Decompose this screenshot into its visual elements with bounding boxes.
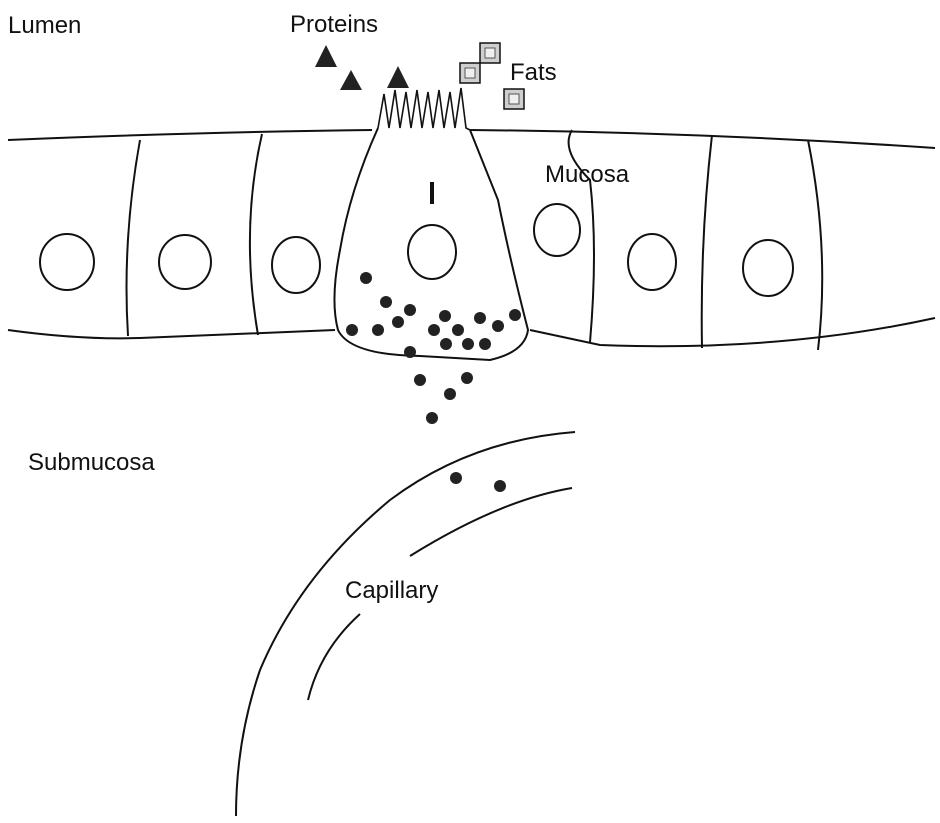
label-capillary: Capillary xyxy=(345,577,438,604)
nucleus xyxy=(628,234,676,290)
protein-triangle xyxy=(387,66,409,88)
i-cell-label-mark xyxy=(430,182,434,204)
cell-wall xyxy=(127,140,141,336)
cell-wall xyxy=(702,135,712,348)
nucleus xyxy=(159,235,211,289)
capillary-wall xyxy=(236,432,575,816)
protein-triangle xyxy=(315,45,337,67)
cell-wall xyxy=(808,140,822,350)
label-lumen: Lumen xyxy=(8,12,81,39)
fat-square xyxy=(504,89,524,109)
secretory-granules xyxy=(346,272,521,492)
microvilli xyxy=(378,88,470,130)
label-proteins: Proteins xyxy=(290,11,378,38)
label-submucosa: Submucosa xyxy=(28,449,155,476)
nucleus xyxy=(408,225,456,279)
capillary-wall xyxy=(410,488,572,556)
nucleus xyxy=(40,234,94,290)
fat-square xyxy=(460,63,480,83)
label-mucosa: Mucosa xyxy=(545,161,630,188)
fat-square xyxy=(480,43,500,63)
nucleus xyxy=(534,204,580,256)
cell-wall xyxy=(250,134,262,335)
capillary-wall xyxy=(308,614,360,700)
nucleus xyxy=(272,237,320,293)
protein-triangle xyxy=(340,70,362,90)
nucleus xyxy=(743,240,793,296)
label-fats: Fats xyxy=(510,59,557,86)
